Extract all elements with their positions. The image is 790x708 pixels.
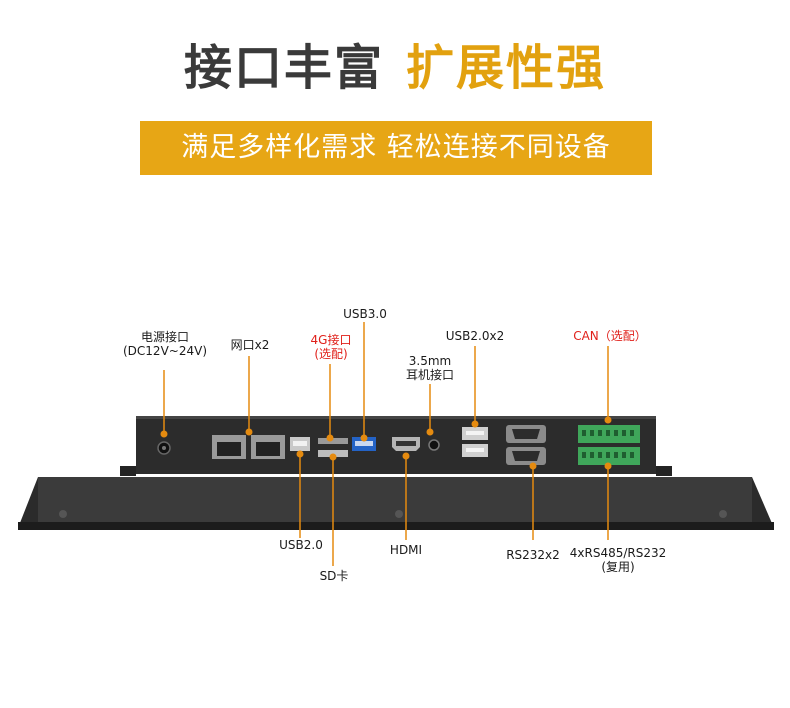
- label-usb2-dual: USB2.0x2: [445, 329, 505, 343]
- rj45-ports: [212, 435, 285, 459]
- sim-slot: [318, 438, 348, 444]
- label-sd-slot: SD卡: [319, 569, 349, 583]
- callout-lines: [163, 322, 609, 566]
- headline: 接口丰富扩展性强: [0, 38, 790, 98]
- bezel-face: [38, 477, 752, 522]
- screw: [59, 510, 67, 518]
- label-hdmi-port: HDMI: [389, 543, 423, 557]
- label-can-port: CAN（选配）: [573, 329, 647, 343]
- label-lan-ports: 网口x2: [230, 338, 270, 352]
- tagline-banner: 满足多样化需求 轻松连接不同设备: [140, 121, 652, 175]
- audio-jack: [428, 439, 440, 451]
- label-rs485-terminals: 4xRS485/RS232(复用): [569, 546, 667, 574]
- usb2-dual-ports: [462, 427, 488, 457]
- headline-part1: 接口丰富: [183, 40, 384, 96]
- label-rs232-ports: RS232x2: [506, 548, 560, 562]
- terminal-blocks: [578, 425, 640, 465]
- db9-ports: [506, 425, 546, 465]
- label-power-port: 电源接口(DC12V~24V): [123, 330, 207, 358]
- screw: [395, 510, 403, 518]
- callout-markers: [160, 416, 612, 470]
- headline-part2: 扩展性强: [406, 40, 607, 96]
- label-usb3-port: USB3.0: [343, 307, 387, 321]
- label-4g-port: 4G接口(选配): [310, 333, 352, 361]
- label-usb2-port: USB2.0: [279, 538, 323, 552]
- screw: [719, 510, 727, 518]
